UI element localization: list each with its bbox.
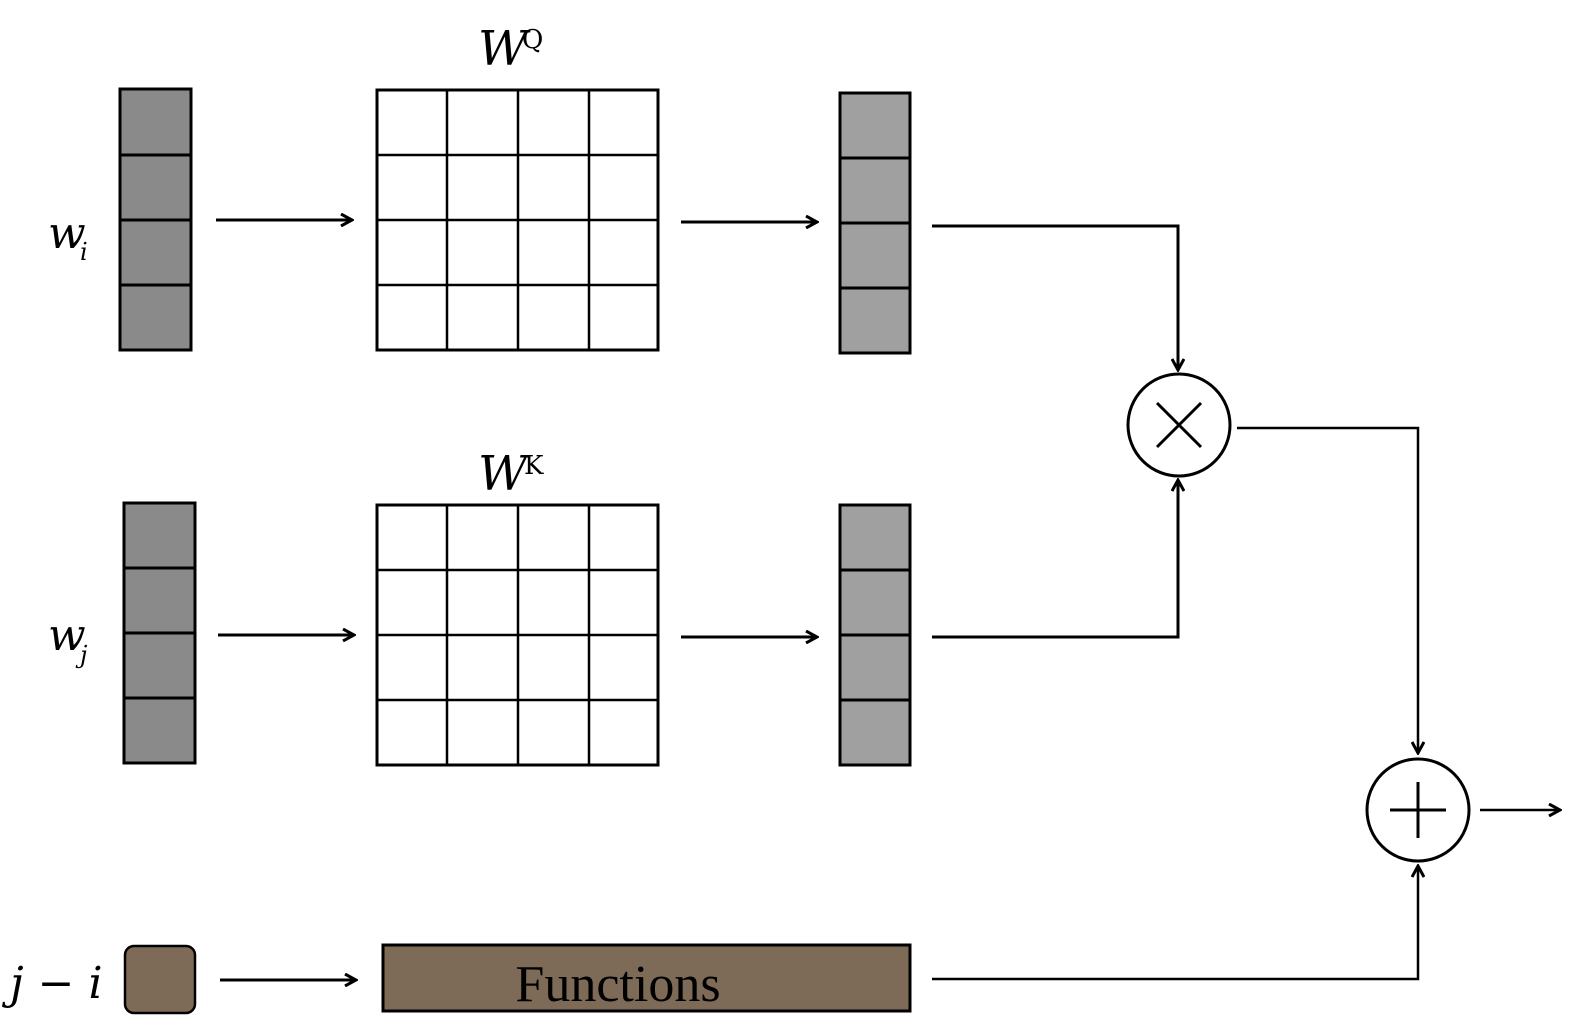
matrix-label-wq: W Q [478,21,543,77]
functions-label: Functions [515,956,720,1013]
connector-multiply-to-add [1237,426,1418,753]
connector-functions-to-add [932,866,1418,981]
input-vector-wj [122,501,197,765]
input-label-wj: w j [48,610,88,669]
position-cell [123,944,197,1015]
svg-text:W: W [478,446,531,502]
functions-box: Functions [381,943,912,1013]
input-vector-wi [118,87,193,352]
svg-text:w: w [48,208,86,259]
connector-key-to-multiply [932,480,1178,639]
input-label-position: j − i [1,958,103,1009]
input-label-wi: w i [48,208,88,266]
connector-query-to-multiply [932,224,1178,370]
multiply-operator [1126,372,1232,478]
matrix-label-wk: W K [478,446,544,502]
add-operator [1365,757,1471,863]
matrix-wk [375,503,660,767]
key-vector [838,503,912,767]
matrix-wq [375,88,660,352]
svg-text:w: w [48,610,86,661]
query-vector [838,91,912,355]
svg-text:W: W [478,21,531,77]
svg-text:Q: Q [522,25,543,55]
svg-text:K: K [524,451,544,481]
svg-text:i: i [80,238,88,266]
